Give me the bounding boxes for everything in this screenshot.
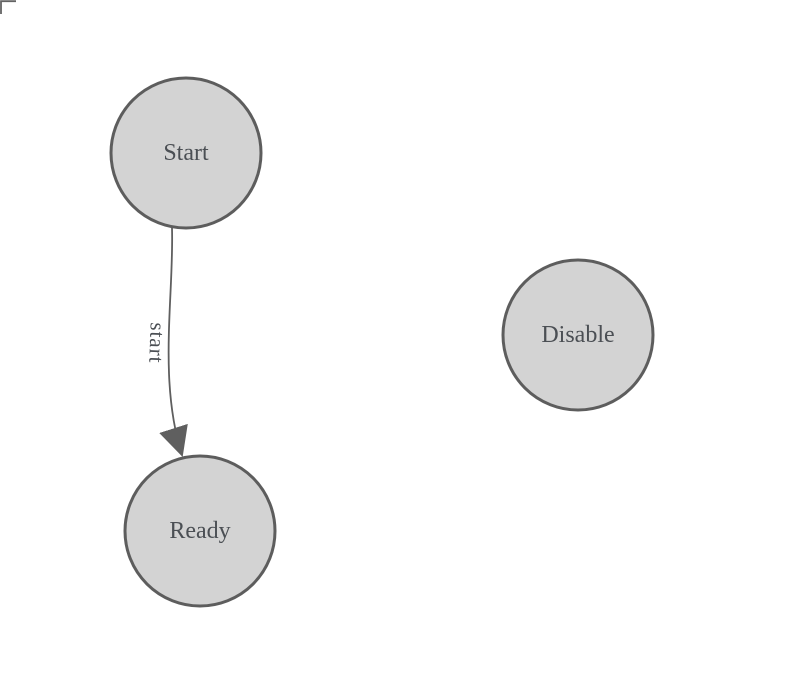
paper-origin-corner-icon bbox=[0, 0, 16, 14]
state-circle-ready[interactable] bbox=[123, 454, 277, 608]
state-node-start[interactable]: Start bbox=[109, 76, 263, 230]
state-circle-start[interactable] bbox=[109, 76, 263, 230]
transition-edge-start-ready[interactable]: start bbox=[144, 227, 188, 458]
state-node-ready[interactable]: Ready bbox=[123, 454, 277, 608]
state-node-disable[interactable]: Disable bbox=[501, 258, 655, 412]
state-circle-disable[interactable] bbox=[501, 258, 655, 412]
edge-label: start bbox=[144, 322, 169, 364]
edge-path[interactable] bbox=[159, 227, 188, 458]
